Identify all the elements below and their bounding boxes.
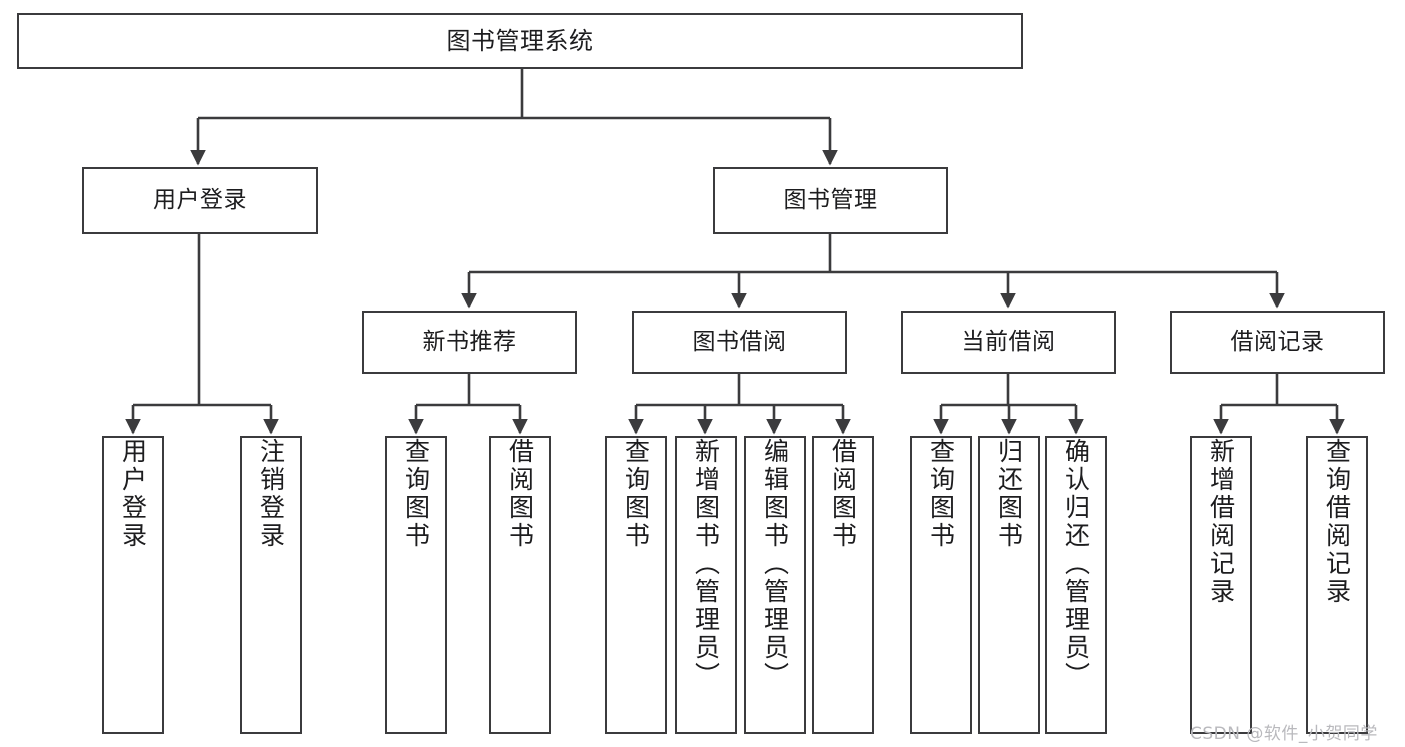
node-leaf-user-login[interactable]: 用户登录	[102, 436, 164, 734]
node-book-management[interactable]: 图书管理	[713, 167, 948, 234]
node-leaf-borrow-book-2-label: 借阅图书	[828, 438, 858, 550]
node-new-book-recommend[interactable]: 新书推荐	[362, 311, 577, 374]
node-leaf-add-record[interactable]: 新增借阅记录	[1190, 436, 1252, 734]
node-leaf-query-record[interactable]: 查询借阅记录	[1306, 436, 1368, 734]
node-leaf-query-book-1[interactable]: 查询图书	[385, 436, 447, 734]
node-leaf-add-record-label: 新增借阅记录	[1206, 438, 1236, 606]
node-leaf-borrow-book-2[interactable]: 借阅图书	[812, 436, 874, 734]
node-leaf-edit-book-label: 编辑图书（管理员）	[760, 438, 790, 690]
node-leaf-add-book[interactable]: 新增图书（管理员）	[675, 436, 737, 734]
node-leaf-confirm-return[interactable]: 确认归还（管理员）	[1045, 436, 1107, 734]
node-leaf-return-book-label: 归还图书	[994, 438, 1024, 550]
node-book-management-label: 图书管理	[783, 186, 878, 213]
node-leaf-query-book-3-label: 查询图书	[926, 438, 956, 550]
node-leaf-add-book-label: 新增图书（管理员）	[691, 438, 721, 690]
node-leaf-borrow-book-1[interactable]: 借阅图书	[489, 436, 551, 734]
node-user-login[interactable]: 用户登录	[82, 167, 318, 234]
node-leaf-query-record-label: 查询借阅记录	[1322, 438, 1352, 606]
node-new-book-recommend-label: 新书推荐	[422, 328, 517, 355]
node-leaf-query-book-1-label: 查询图书	[401, 438, 431, 550]
node-leaf-return-book[interactable]: 归还图书	[978, 436, 1040, 734]
node-borrow-record-label: 借阅记录	[1230, 328, 1325, 355]
node-leaf-user-login-label: 用户登录	[118, 438, 148, 550]
node-leaf-user-logout[interactable]: 注销登录	[240, 436, 302, 734]
node-leaf-query-book-2[interactable]: 查询图书	[605, 436, 667, 734]
node-root-label: 图书管理系统	[446, 26, 594, 55]
node-user-login-label: 用户登录	[153, 186, 247, 213]
node-current-borrow-label: 当前借阅	[961, 328, 1056, 355]
node-current-borrow[interactable]: 当前借阅	[901, 311, 1116, 374]
node-leaf-query-book-2-label: 查询图书	[621, 438, 651, 550]
node-book-borrow[interactable]: 图书借阅	[632, 311, 847, 374]
node-root[interactable]: 图书管理系统	[17, 13, 1023, 69]
node-leaf-edit-book[interactable]: 编辑图书（管理员）	[744, 436, 806, 734]
node-leaf-confirm-return-label: 确认归还（管理员）	[1061, 438, 1091, 690]
node-leaf-user-logout-label: 注销登录	[256, 438, 286, 550]
node-leaf-borrow-book-1-label: 借阅图书	[505, 438, 535, 550]
node-borrow-record[interactable]: 借阅记录	[1170, 311, 1385, 374]
csdn-watermark: CSDN @软件_小贺同学	[1190, 724, 1378, 744]
node-leaf-query-book-3[interactable]: 查询图书	[910, 436, 972, 734]
node-book-borrow-label: 图书借阅	[692, 328, 787, 355]
